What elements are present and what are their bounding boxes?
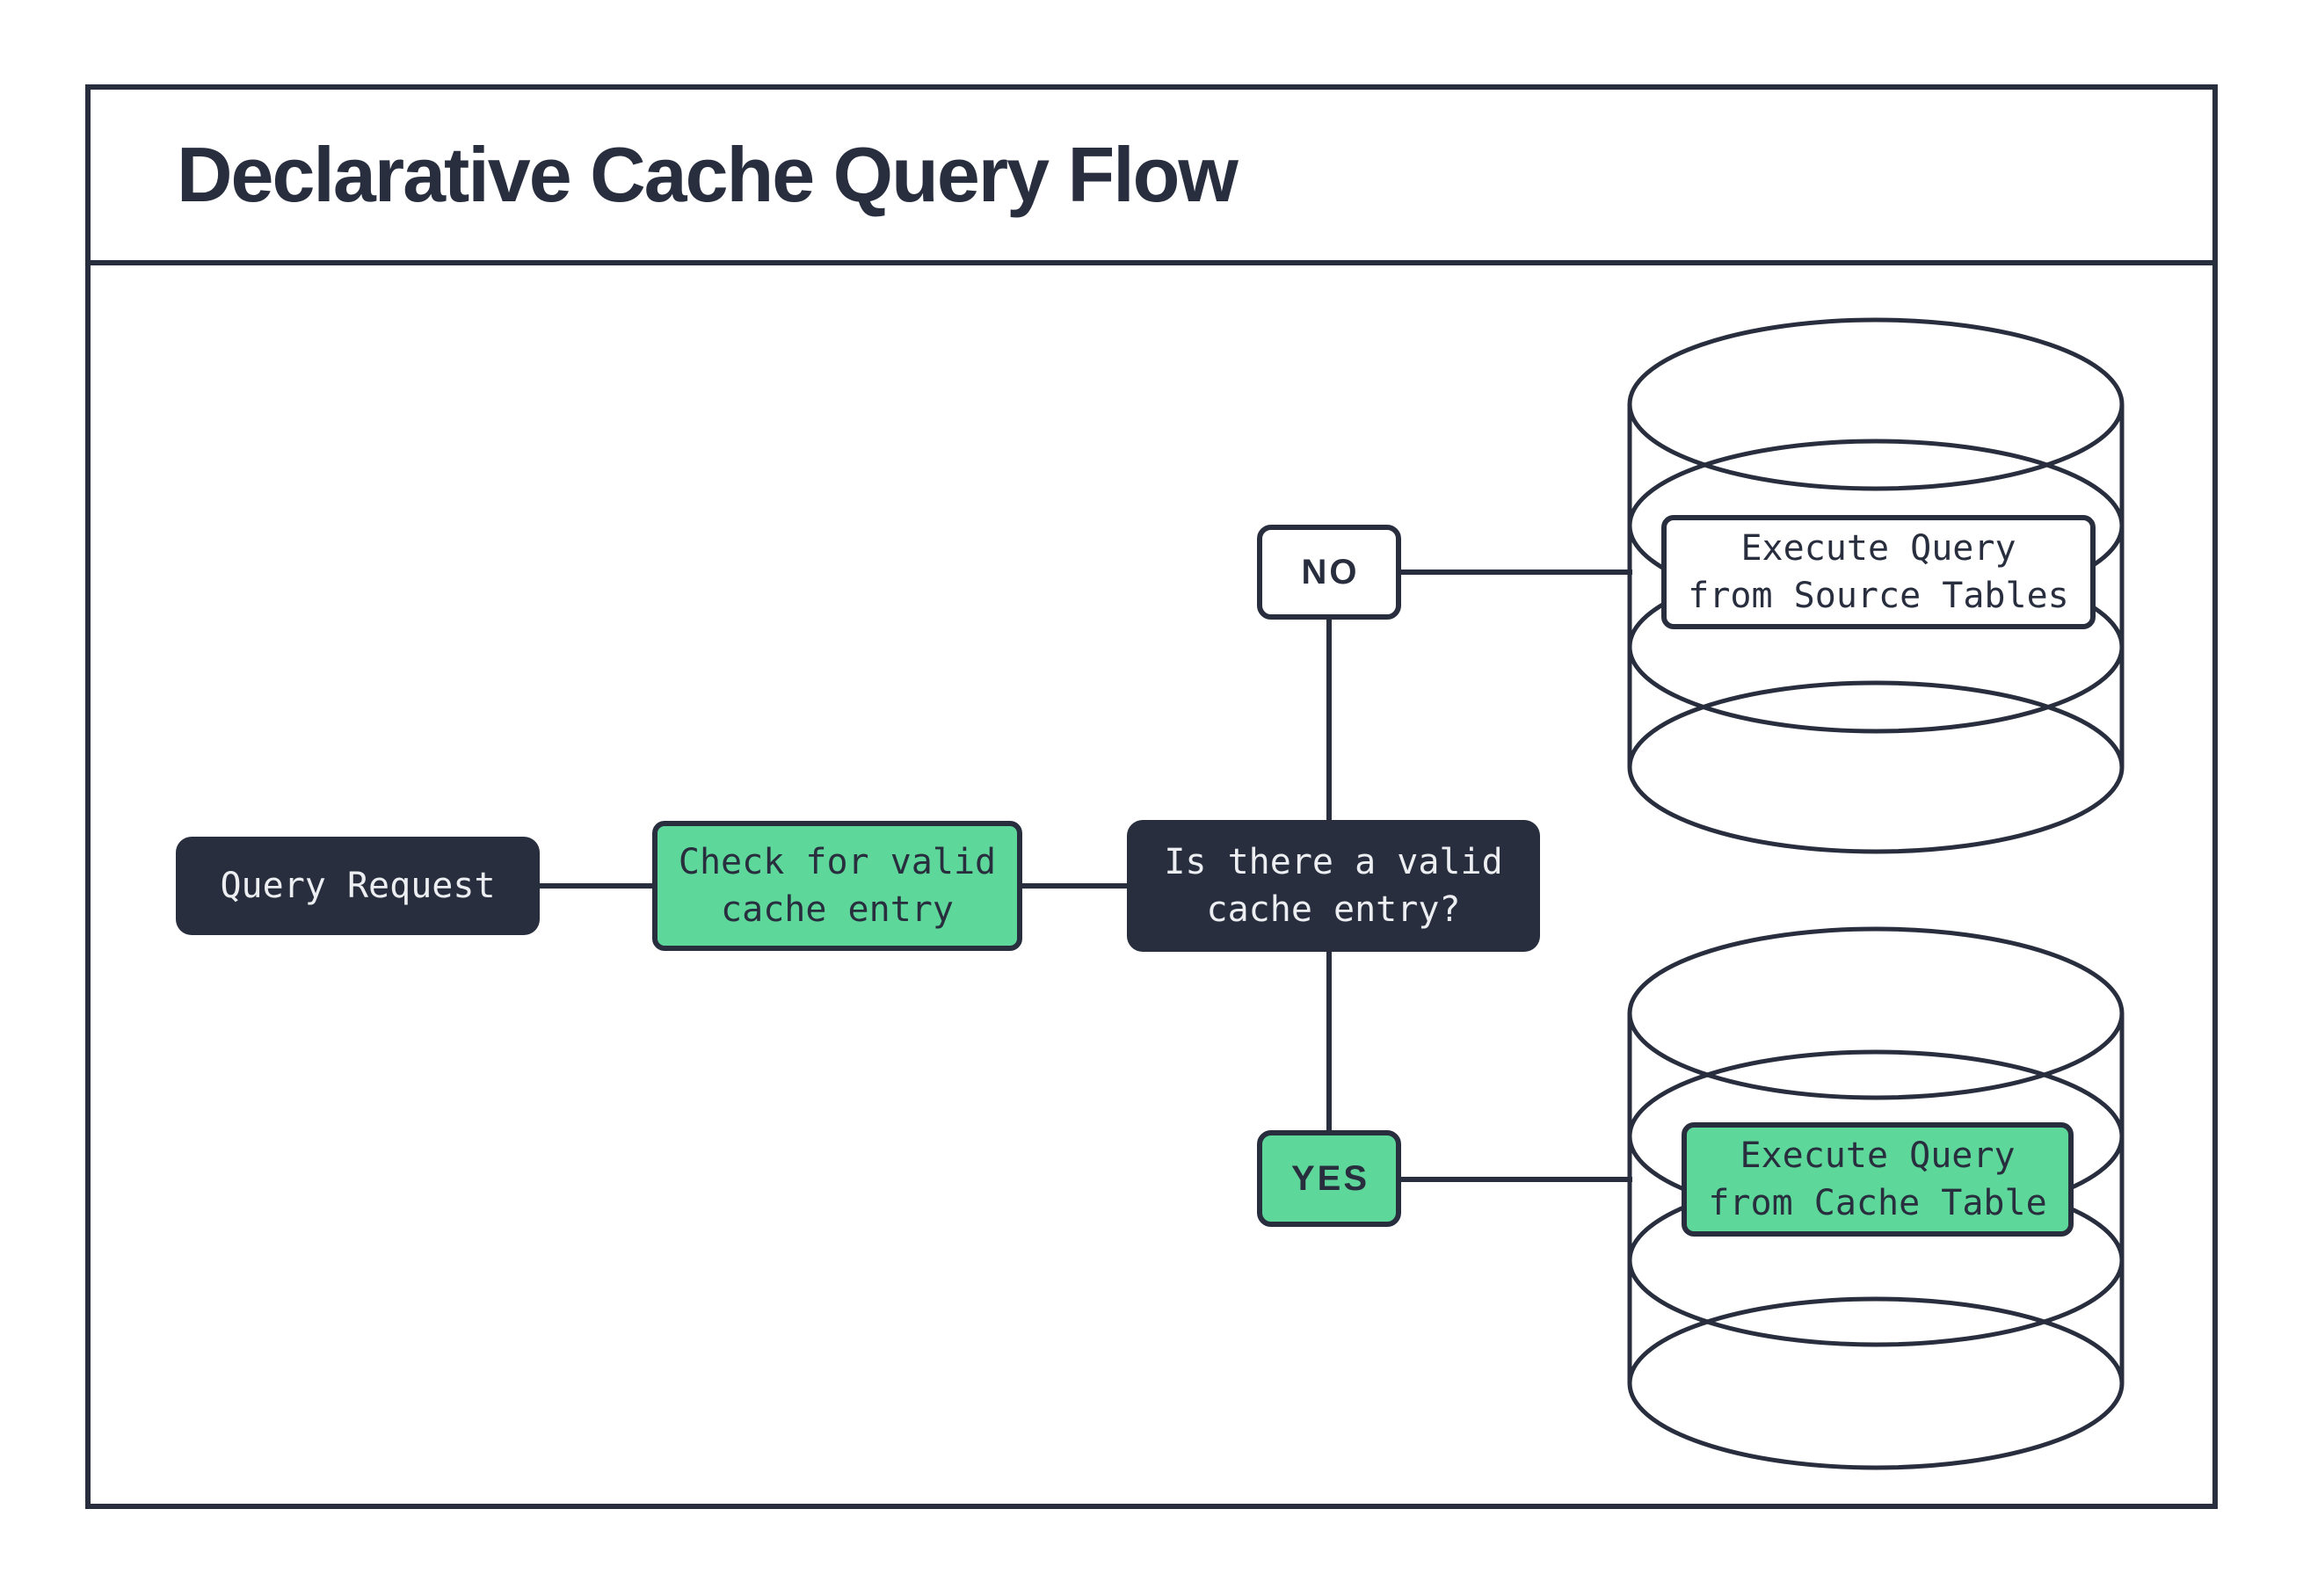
diagram-header: Declarative Cache Query Flow [91,90,2212,265]
cache-db-disk-1 [1627,926,2125,1100]
execute-cache-query-node: Execute Query from Cache Table [1682,1122,2074,1237]
cache-valid-decision-node: Is there a valid cache entry? [1127,820,1540,952]
check-cache-label-line2: cache entry [721,889,954,930]
decision-label-line2: cache entry? [1206,889,1461,930]
page-title: Declarative Cache Query Flow [177,131,1239,218]
branch-yes-label: YES [1290,1159,1370,1198]
source-db-label-line1: Execute Query [1740,528,2016,569]
check-cache-label-line1: Check for valid [678,842,997,882]
source-db-label-line2: from Source Tables [1688,576,2069,616]
branch-no-label: NO [1301,553,1360,591]
cache-db-label-line2: from Cache Table [1708,1183,2047,1223]
query-request-node: Query Request [176,837,540,935]
decision-label-line1: Is there a valid [1164,842,1503,882]
source-db-disk-1 [1627,317,2125,491]
branch-no-node: NO [1257,525,1401,620]
cache-db-disk-4 [1627,1296,2125,1470]
query-request-label: Query Request [220,866,496,906]
source-db-disk-4 [1627,680,2125,854]
check-cache-node: Check for valid cache entry [652,821,1022,951]
branch-yes-node: YES [1257,1130,1401,1227]
execute-source-query-node: Execute Query from Source Tables [1661,515,2096,629]
cache-db-label-line1: Execute Query [1740,1135,2016,1176]
